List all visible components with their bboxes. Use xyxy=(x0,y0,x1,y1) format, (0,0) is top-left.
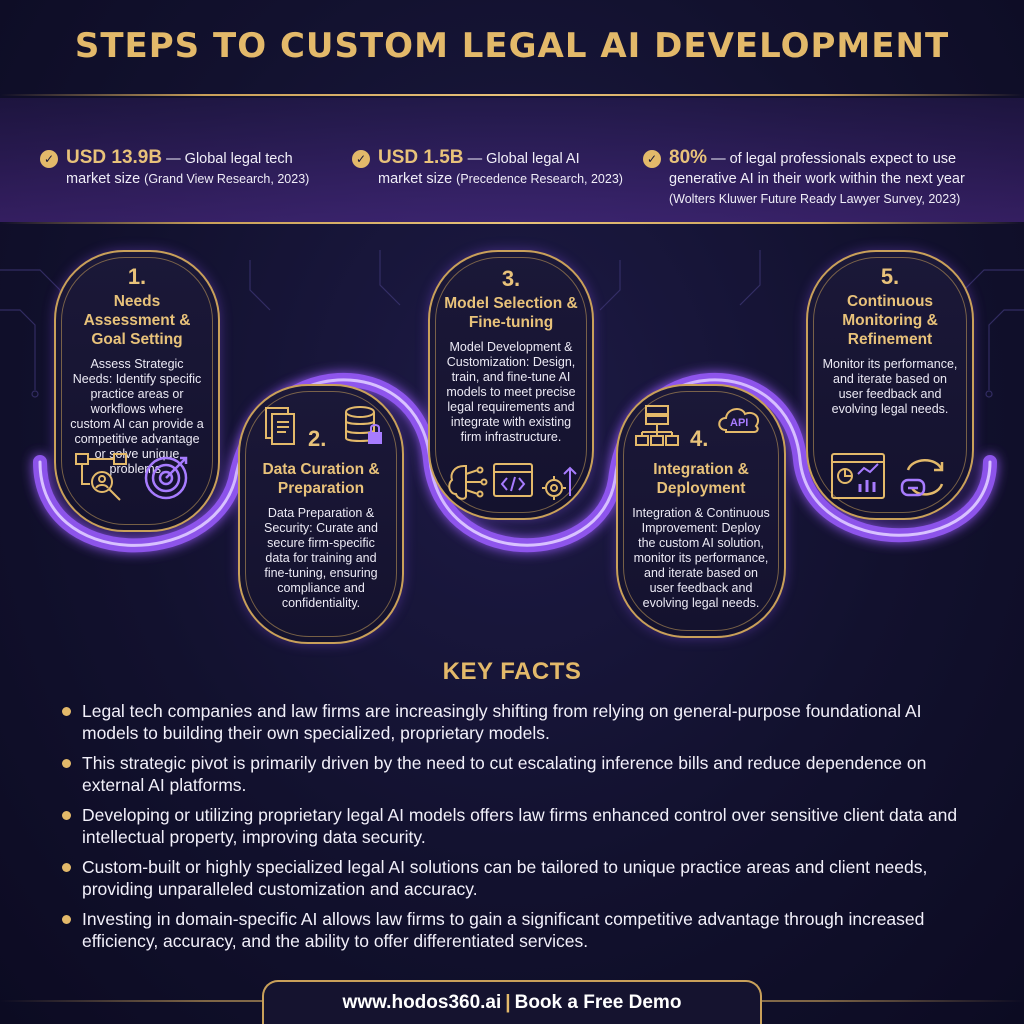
step-title: Needs Assessment & Goal Setting xyxy=(83,293,191,348)
stat-text: — Global legal tech xyxy=(166,151,293,167)
stat-genai-adoption: ✓ 80% — of legal professionals expect to… xyxy=(643,148,1013,209)
footer-cta: www.hodos360.ai|Book a Free Demo xyxy=(262,980,762,1024)
website-link[interactable]: www.hodos360.ai xyxy=(342,992,502,1013)
check-icon: ✓ xyxy=(40,150,58,168)
check-icon: ✓ xyxy=(352,150,370,168)
list-item: Investing in domain-specific AI allows l… xyxy=(60,908,960,952)
stat-text: — of legal professionals expect to use xyxy=(711,151,957,167)
target-icon xyxy=(144,456,188,500)
key-facts-list: Legal tech companies and law firms are i… xyxy=(60,700,960,960)
step-description: Data Preparation & Security: Curate and … xyxy=(264,506,378,610)
bullet-icon xyxy=(62,811,71,820)
step-title: Model Selection & Fine-tuning xyxy=(444,295,578,331)
workflow-search-icon xyxy=(75,453,127,501)
bullet-icon xyxy=(62,863,71,872)
list-item: Legal tech companies and law firms are i… xyxy=(60,700,960,744)
step-title: Integration & Deployment xyxy=(653,461,749,497)
fact-text: Legal tech companies and law firms are i… xyxy=(82,701,922,743)
step-number: 5. xyxy=(880,264,900,289)
ai-brain-icon xyxy=(448,465,488,500)
gear-upgrade-icon xyxy=(542,466,577,500)
step-number: 1. xyxy=(127,264,147,289)
key-facts-title: KEY FACTS xyxy=(442,658,582,685)
step-number: 3. xyxy=(501,266,521,291)
check-icon: ✓ xyxy=(643,150,661,168)
stat-text: — Global legal AI xyxy=(467,151,580,167)
fact-text: Investing in domain-specific AI allows l… xyxy=(82,909,925,951)
step-description: Integration & Continuous Improvement: De… xyxy=(632,506,770,610)
book-demo-link[interactable]: Book a Free Demo xyxy=(514,992,682,1013)
stat-source: (Precedence Research, 2023) xyxy=(456,172,623,186)
bullet-icon xyxy=(62,759,71,768)
analytics-dashboard-icon xyxy=(831,453,885,499)
stat-value: USD 13.9B xyxy=(66,147,163,168)
server-network-icon xyxy=(635,405,679,446)
bullet-icon xyxy=(62,915,71,924)
documents-icon xyxy=(265,407,295,445)
stat-value: 80% xyxy=(669,147,708,168)
stat-market-ai: ✓ USD 1.5B — Global legal AI market size… xyxy=(352,148,642,189)
step-description: Monitor its performance, and iterate bas… xyxy=(822,357,958,416)
page-title: STEPS TO CUSTOM LEGAL AI DEVELOPMENT xyxy=(74,26,950,66)
code-window-icon xyxy=(493,463,533,497)
stat-text: generative AI in their work within the n… xyxy=(669,171,965,187)
step-number: 4. xyxy=(690,426,709,451)
fact-text: This strategic pivot is primarily driven… xyxy=(82,753,927,795)
stats-divider xyxy=(0,222,1024,224)
stat-source: (Wolters Kluwer Future Ready Lawyer Surv… xyxy=(669,192,961,206)
stats-band xyxy=(0,98,1024,222)
stat-text: market size xyxy=(66,171,141,187)
stat-market-tech: ✓ USD 13.9B — Global legal tech market s… xyxy=(40,148,340,189)
fact-text: Developing or utilizing proprietary lega… xyxy=(82,805,958,847)
title-divider xyxy=(0,94,1024,96)
step-title: Data Curation & Preparation xyxy=(262,461,380,497)
secure-database-icon xyxy=(345,406,382,444)
cloud-api-icon xyxy=(718,408,760,433)
circuit-wave-graphic xyxy=(0,250,1024,553)
step-number: 2. xyxy=(308,426,327,451)
fact-text: Custom-built or highly specialized legal… xyxy=(82,857,928,899)
step-card-4: 4. Integration & Deployment Integration … xyxy=(616,384,786,638)
list-item: Custom-built or highly specialized legal… xyxy=(60,856,960,900)
bullet-icon xyxy=(62,707,71,716)
stat-text: market size xyxy=(378,171,453,187)
list-item: Developing or utilizing proprietary lega… xyxy=(60,804,960,848)
stat-value: USD 1.5B xyxy=(378,147,464,168)
footer-separator: | xyxy=(505,992,511,1013)
list-item: This strategic pivot is primarily driven… xyxy=(60,752,960,796)
step-description: Model Development & Customization: Desig… xyxy=(446,340,576,444)
step-title: Continuous Monitoring & Refinement xyxy=(842,293,938,348)
api-label: API xyxy=(730,417,749,429)
step-card-3: 3. Model Selection & Fine-tuning Model D… xyxy=(428,250,594,520)
step-description: Assess Strategic Needs: Identify specifi… xyxy=(70,357,204,476)
stat-source: (Grand View Research, 2023) xyxy=(144,172,310,186)
feedback-cycle-icon xyxy=(900,459,944,497)
